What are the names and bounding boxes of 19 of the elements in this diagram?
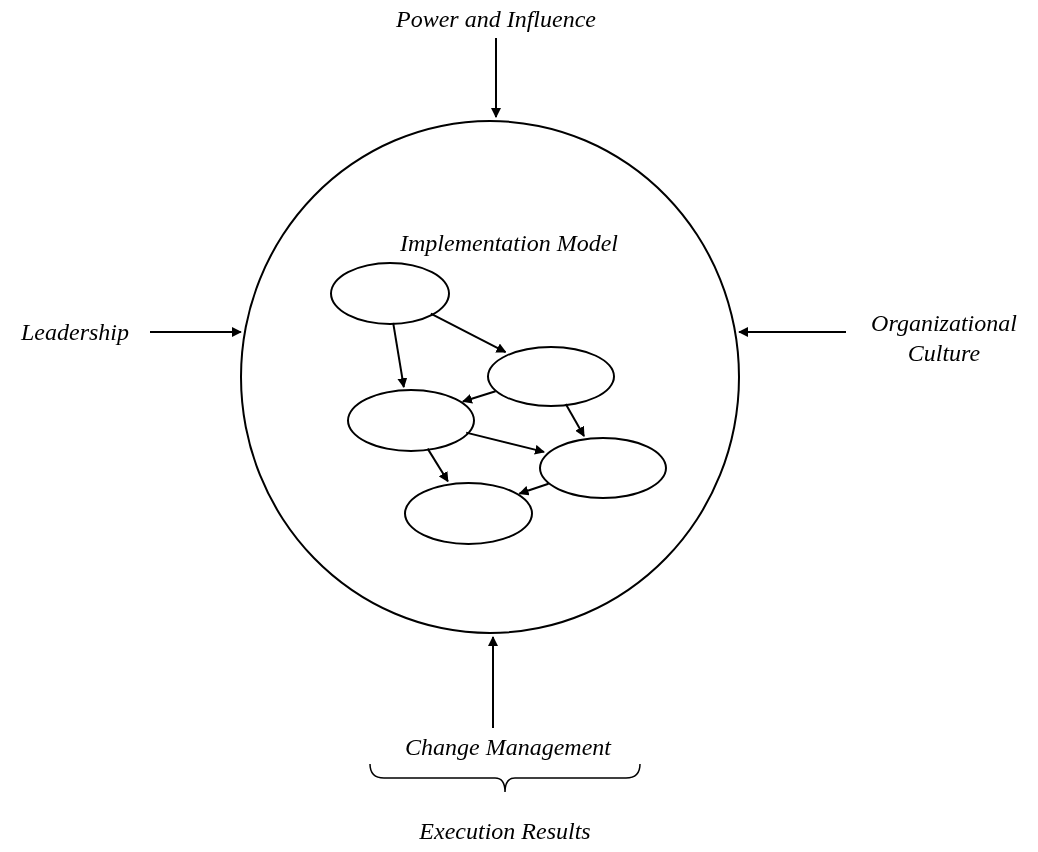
circle-node — [240, 120, 740, 634]
influence-label: Change Management — [372, 732, 644, 762]
circle-heading: Implementation Model — [400, 230, 618, 257]
influence-label: Power and Influence — [376, 4, 616, 34]
influence-label: Leadership — [4, 317, 146, 347]
ellipse-node — [330, 262, 450, 325]
arrow — [488, 636, 498, 729]
ellipse-node — [539, 437, 667, 499]
arrow — [149, 327, 242, 337]
arrow — [518, 482, 550, 496]
ellipse-node — [404, 482, 533, 545]
arrow — [491, 37, 501, 119]
arrow — [461, 390, 497, 404]
arrow — [465, 431, 545, 455]
influence-label: Organizational Culture — [850, 308, 1038, 368]
ellipse-node — [347, 389, 475, 452]
ellipse-node — [487, 346, 615, 407]
arrow — [738, 327, 847, 337]
result-label: Execution Results — [418, 817, 592, 846]
